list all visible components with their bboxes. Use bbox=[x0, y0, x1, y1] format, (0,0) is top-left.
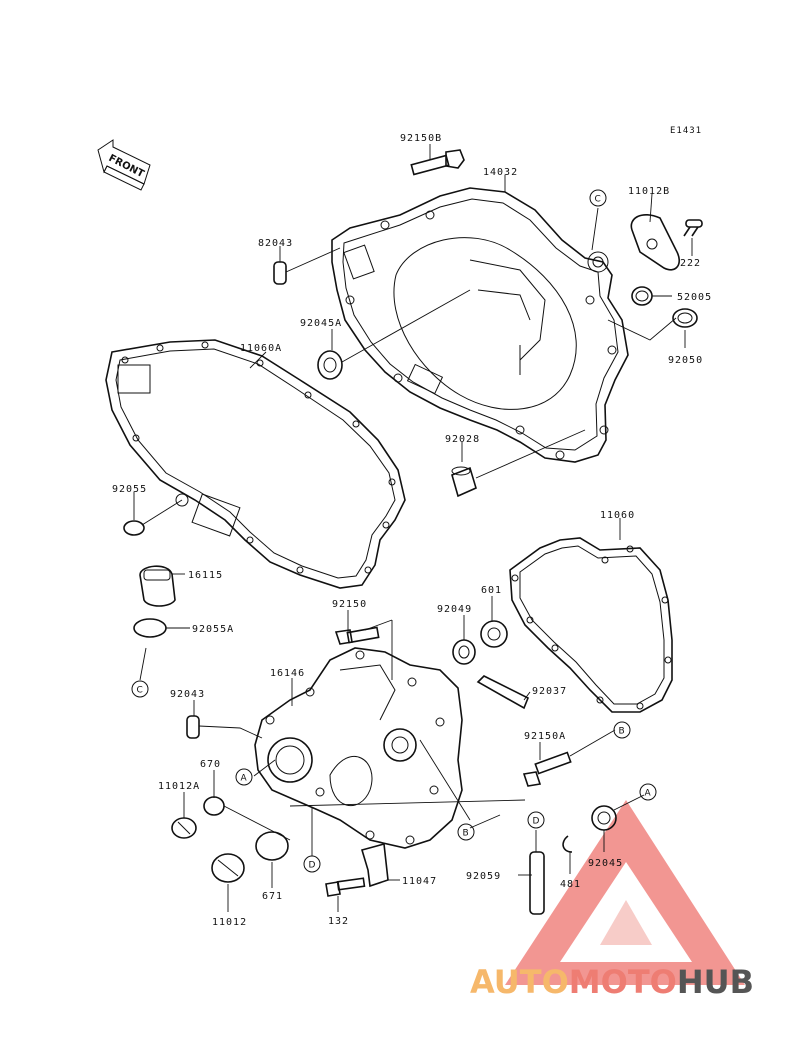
ref-b-center-label: B bbox=[463, 829, 469, 839]
label-92150: 92150 bbox=[332, 599, 367, 610]
shaft-92037 bbox=[476, 675, 530, 710]
label-11060a: 11060A bbox=[240, 343, 282, 354]
ref-a-left bbox=[235, 768, 253, 786]
label-16115: 16115 bbox=[188, 570, 223, 581]
label-92043: 92043 bbox=[170, 689, 205, 700]
label-11012a: 11012A bbox=[158, 781, 200, 792]
ref-d-left bbox=[303, 855, 321, 873]
ref-b-center bbox=[457, 823, 475, 841]
oring-92055a bbox=[133, 618, 167, 638]
dowel-92043 bbox=[186, 715, 200, 739]
label-11047: 11047 bbox=[402, 876, 437, 887]
dowel-82043 bbox=[273, 261, 287, 285]
bearing-92049 bbox=[452, 639, 476, 665]
part-labels: 92150B 14032 11012B 222 82043 52005 9204… bbox=[112, 133, 712, 928]
diagram-code: E1431 bbox=[670, 126, 702, 136]
ref-circles: C C A B A B D D bbox=[131, 189, 657, 873]
watermark-logo bbox=[505, 800, 745, 985]
svg-text:AUTOMOTOHUB: AUTOMOTOHUB bbox=[470, 963, 754, 1001]
label-16146: 16146 bbox=[270, 668, 305, 679]
label-92037: 92037 bbox=[532, 686, 567, 697]
ref-b-right-label: B bbox=[619, 727, 625, 737]
lever-11047 bbox=[360, 842, 389, 888]
label-481: 481 bbox=[560, 879, 581, 890]
bolt-92150 bbox=[334, 626, 380, 645]
screw-222 bbox=[683, 219, 703, 237]
oring-670 bbox=[203, 796, 225, 816]
label-92150a: 92150A bbox=[524, 731, 566, 742]
watermark-auto: AUTO bbox=[470, 963, 569, 1001]
bushing-92050 bbox=[672, 308, 698, 328]
oring-671 bbox=[255, 831, 289, 861]
label-92028: 92028 bbox=[445, 434, 480, 445]
label-671: 671 bbox=[262, 891, 283, 902]
label-14032: 14032 bbox=[483, 167, 518, 178]
label-92049: 92049 bbox=[437, 604, 472, 615]
label-11012b: 11012B bbox=[628, 186, 670, 197]
leader-lines bbox=[133, 144, 693, 912]
ref-d-right-label: D bbox=[533, 817, 540, 827]
gasket-11060a bbox=[105, 339, 406, 589]
plug-11012a bbox=[171, 817, 197, 839]
ref-c-left bbox=[131, 680, 149, 698]
label-11012: 11012 bbox=[212, 917, 247, 928]
label-92045: 92045 bbox=[588, 858, 623, 869]
front-arrow-icon: FRONT bbox=[97, 139, 151, 191]
oil-seal-52005 bbox=[631, 286, 653, 306]
label-11060: 11060 bbox=[600, 510, 635, 521]
ref-a-right bbox=[639, 783, 657, 801]
circlip-481 bbox=[562, 835, 573, 853]
label-601: 601 bbox=[481, 585, 502, 596]
ref-b-right bbox=[613, 721, 631, 739]
label-52005: 52005 bbox=[677, 292, 712, 303]
gasket-11060 bbox=[509, 537, 673, 713]
plug-11012 bbox=[211, 853, 245, 883]
label-92050: 92050 bbox=[668, 355, 703, 366]
label-222: 222 bbox=[680, 258, 701, 269]
water-pump-cover-16146 bbox=[254, 647, 463, 849]
label-92059: 92059 bbox=[466, 871, 501, 882]
ref-c-top-label: C bbox=[595, 195, 601, 205]
oil-filler-cap-16115 bbox=[139, 565, 176, 607]
oil-seal-92045 bbox=[591, 805, 617, 831]
bolt-92150b bbox=[410, 149, 465, 176]
bearing-601 bbox=[480, 620, 508, 648]
ref-a-right-label: A bbox=[645, 789, 652, 799]
collar-92028 bbox=[451, 466, 477, 498]
pin-92059 bbox=[529, 851, 545, 915]
label-92055: 92055 bbox=[112, 484, 147, 495]
watermark-moto: MOTO bbox=[569, 963, 677, 1001]
ref-d-left-label: D bbox=[309, 861, 316, 871]
ref-a-left-label: A bbox=[241, 774, 248, 784]
cap-11012b bbox=[630, 214, 680, 271]
label-92055a: 92055A bbox=[192, 624, 234, 635]
clutch-cover-14032 bbox=[331, 187, 629, 463]
watermark-text: AUTOMOTOHUB bbox=[470, 963, 754, 1001]
label-92150b: 92150B bbox=[400, 133, 442, 144]
label-92045a: 92045A bbox=[300, 318, 342, 329]
ref-d-right bbox=[527, 811, 545, 829]
bolt-92150a bbox=[522, 751, 572, 787]
ref-c-top bbox=[589, 189, 607, 207]
watermark-hub: HUB bbox=[677, 963, 754, 1001]
label-132: 132 bbox=[328, 916, 349, 927]
label-670: 670 bbox=[200, 759, 221, 770]
oring-92055 bbox=[123, 520, 145, 536]
bearing-92045a bbox=[317, 350, 343, 380]
bolt-132 bbox=[325, 877, 366, 897]
label-82043-top: 82043 bbox=[258, 238, 293, 249]
ref-c-left-label: C bbox=[137, 686, 143, 696]
